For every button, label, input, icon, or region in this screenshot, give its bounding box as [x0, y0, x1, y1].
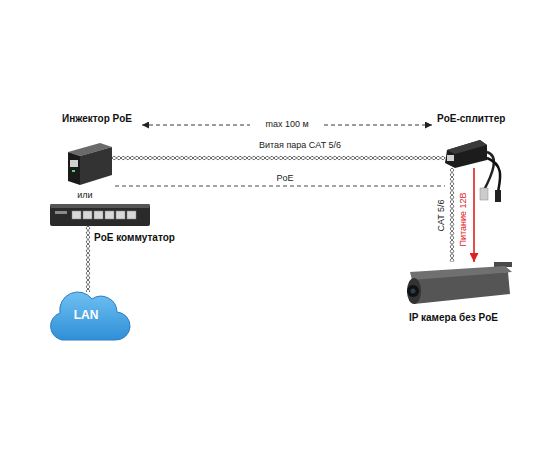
wire-strand — [86, 226, 89, 292]
wire-strand — [450, 168, 454, 262]
power-arrow — [474, 168, 475, 262]
wire-strand — [450, 168, 454, 262]
splitter-top — [447, 140, 487, 154]
rj45-port — [105, 211, 114, 219]
twisted-pair-cable — [112, 156, 445, 159]
camera-sunshield — [410, 266, 512, 280]
rj45-port — [70, 160, 78, 167]
device-label: PoE коммутатор — [94, 232, 175, 244]
injector-front — [68, 152, 80, 185]
cloud-node: LAN — [48, 292, 124, 340]
camera-front — [407, 278, 421, 304]
switch-body — [50, 204, 150, 226]
signal-label: PoE — [270, 173, 300, 184]
device-label: IP камера без PoE — [409, 312, 498, 324]
rj45-port — [83, 211, 92, 219]
status-led — [72, 170, 75, 172]
cable-label: CAT 5/6 — [436, 186, 447, 246]
cable-label: Витая пара CAT 5/6 — [240, 140, 360, 151]
device-label: Инжектор PoE — [62, 113, 132, 125]
poe-line — [115, 186, 445, 187]
rj45-port — [94, 211, 103, 219]
switch-device — [50, 204, 150, 226]
wire-strand — [86, 226, 89, 292]
wire-strand — [112, 156, 445, 159]
twisted-pair-cable — [450, 168, 454, 262]
device-label: PoE-сплиттер — [437, 113, 505, 125]
rj45-port — [72, 211, 81, 219]
switch-logo — [55, 211, 67, 214]
splitter-node: PoE-сплиттер — [445, 140, 487, 168]
camera-lens — [407, 285, 419, 297]
injector-device — [68, 143, 112, 185]
twisted-pair-cable — [86, 226, 89, 292]
rj45-port — [447, 155, 454, 161]
alternative-label: или — [70, 190, 100, 201]
wire-strand — [112, 156, 445, 159]
camera-glass — [411, 289, 416, 294]
injector-node: Инжектор PoE — [68, 143, 112, 185]
dc-cable — [487, 158, 500, 192]
rj45-port — [127, 211, 136, 219]
switch-top — [50, 204, 150, 208]
rj45-plug — [480, 188, 488, 200]
switch-node: PoE коммутатор — [50, 204, 150, 226]
cable-label: Питание 12В — [458, 185, 469, 255]
splitter-body — [445, 140, 487, 168]
injector-side — [80, 147, 112, 185]
dc-plug — [495, 190, 501, 202]
camera-device — [407, 262, 512, 304]
distance-label: max 100 м — [250, 119, 324, 130]
camera-node: IP камера без PoE — [405, 262, 520, 310]
splitter-device — [445, 140, 501, 202]
device-label: LAN — [48, 309, 124, 321]
power-line — [473, 168, 475, 262]
rj45-port — [116, 211, 125, 219]
